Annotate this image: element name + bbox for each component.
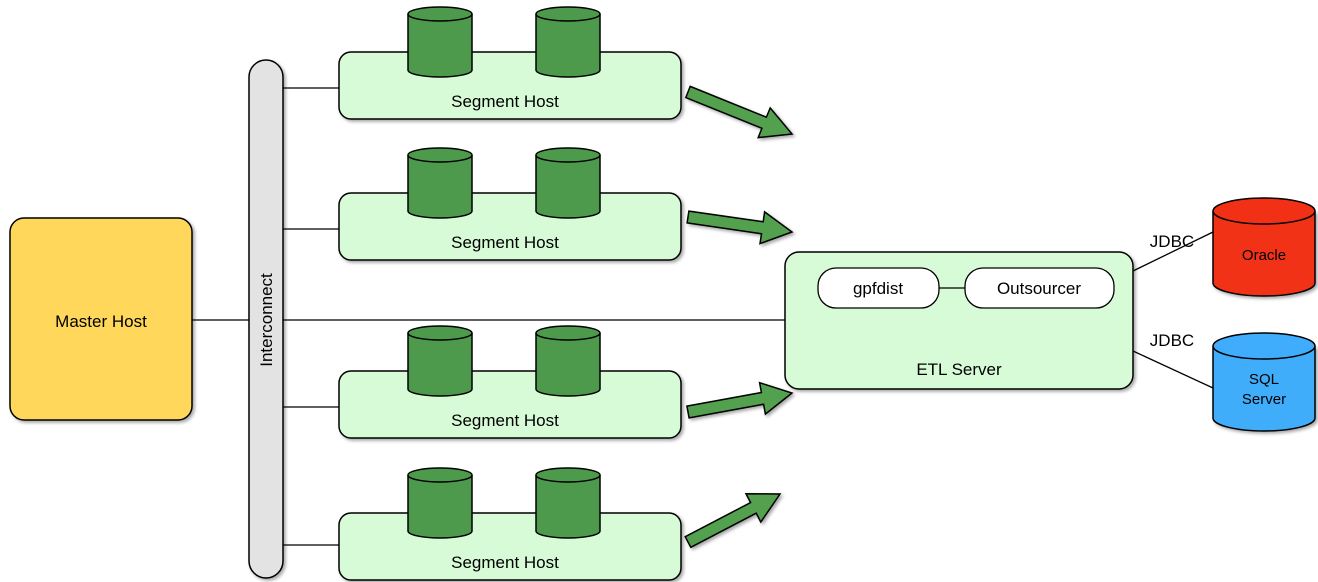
sqlserver-jdbc-label: JDBC xyxy=(1150,331,1194,350)
segment-host-2: Segment Host xyxy=(338,147,682,261)
etl-server: gpfdist Outsourcer ETL Server xyxy=(784,251,1134,390)
sqlserver-cylinder-body xyxy=(1212,346,1316,432)
disk-body xyxy=(407,14,473,78)
disk-body xyxy=(407,475,473,539)
etl-server-label: ETL Server xyxy=(916,360,1002,379)
disk-2-icon xyxy=(535,325,601,397)
disk-top xyxy=(407,467,473,483)
segment-host-1: Segment Host xyxy=(338,6,682,120)
master-host-label: Master Host xyxy=(55,312,147,331)
sqlserver-jdbc-line xyxy=(1132,350,1214,389)
flow-arrow-1 xyxy=(684,85,794,139)
disk-top xyxy=(535,147,601,163)
gpfdist-label: gpfdist xyxy=(853,279,903,298)
disk-body xyxy=(535,155,601,219)
disk-1-icon xyxy=(407,325,473,397)
segment-host-label: Segment Host xyxy=(451,233,559,252)
disk-2-icon xyxy=(535,6,601,78)
segment-host-3: Segment Host xyxy=(338,325,682,439)
interconnect-label: Interconnect xyxy=(257,273,276,367)
disk-1-icon xyxy=(407,147,473,219)
disk-1-icon xyxy=(407,467,473,539)
segment-host-label: Segment Host xyxy=(451,411,559,430)
sqlserver-label-line2: Server xyxy=(1242,391,1286,408)
oracle-label: Oracle xyxy=(1242,247,1286,264)
master-host-box xyxy=(9,217,193,421)
sqlserver-label-line1: SQL xyxy=(1249,371,1279,388)
interconnect: Interconnect xyxy=(248,59,284,579)
sqlserver-cylinder-top xyxy=(1212,332,1316,360)
interconnect-bar xyxy=(248,59,284,579)
disk-top xyxy=(535,6,601,22)
disk-top xyxy=(407,6,473,22)
flow-arrow-3 xyxy=(686,381,794,419)
flow-arrow-4 xyxy=(684,492,782,549)
disk-1-icon xyxy=(407,6,473,78)
disk-top xyxy=(407,147,473,163)
master-host: Master Host xyxy=(9,217,193,421)
oracle-cylinder-body xyxy=(1212,211,1316,297)
disk-body xyxy=(535,333,601,397)
disk-top xyxy=(407,325,473,341)
segment-host-4: Segment Host xyxy=(338,467,682,581)
disk-body xyxy=(535,14,601,78)
sqlserver-database: SQL Server xyxy=(1212,332,1316,432)
disk-2-icon xyxy=(535,147,601,219)
segment-host-label: Segment Host xyxy=(451,92,559,111)
flow-arrow-2 xyxy=(686,210,794,245)
disk-body xyxy=(407,333,473,397)
disk-body xyxy=(535,475,601,539)
disk-body xyxy=(407,155,473,219)
oracle-cylinder-top xyxy=(1212,197,1316,225)
connector-lines xyxy=(192,87,1214,546)
segment-host-label: Segment Host xyxy=(451,553,559,572)
oracle-database: Oracle xyxy=(1212,197,1316,297)
outsourcer-label: Outsourcer xyxy=(997,279,1081,298)
disk-top xyxy=(535,467,601,483)
disk-2-icon xyxy=(535,467,601,539)
oracle-jdbc-line xyxy=(1132,231,1214,272)
disk-top xyxy=(535,325,601,341)
oracle-jdbc-label: JDBC xyxy=(1150,232,1194,251)
data-flow-arrows xyxy=(684,85,794,549)
outsourcer-box xyxy=(964,267,1115,309)
